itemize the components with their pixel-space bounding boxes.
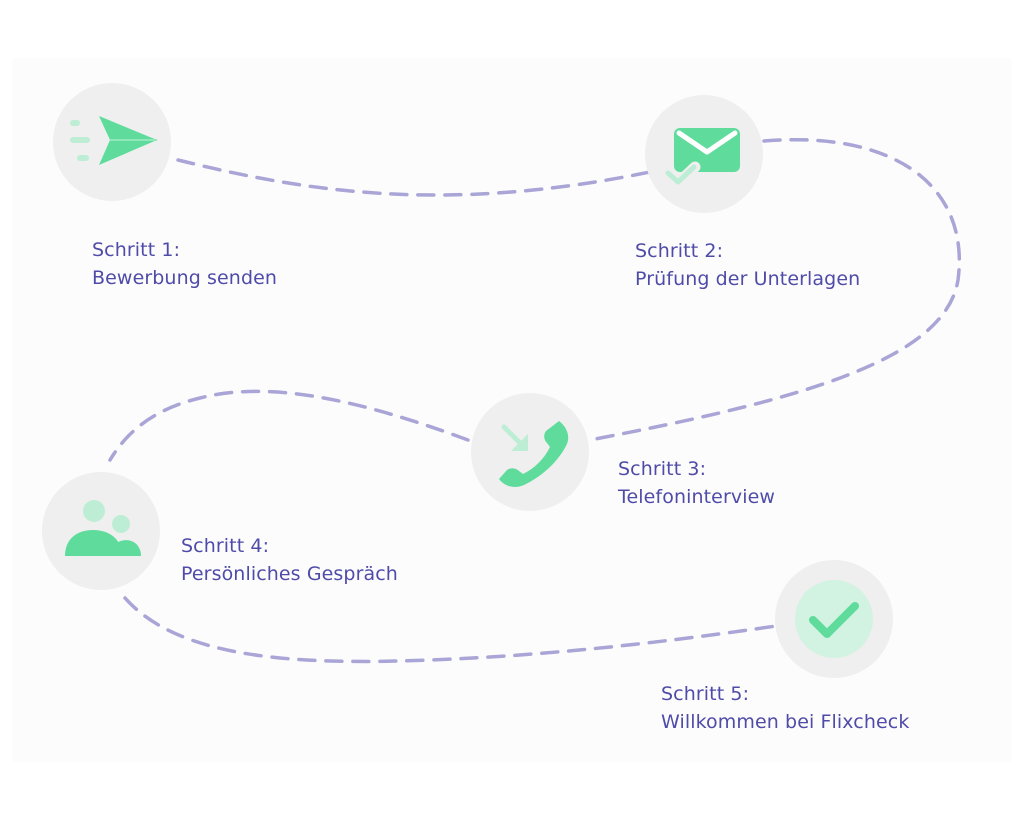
step-1-label: Schritt 1: Bewerbung senden <box>92 236 277 292</box>
step-3-title: Telefoninterview <box>618 486 776 508</box>
phone-incoming-icon <box>499 421 569 487</box>
step-2-title: Prüfung der Unterlagen <box>635 268 861 290</box>
step-4-label: Schritt 4: Persönliches Gespräch <box>181 532 398 588</box>
step-1-title: Bewerbung senden <box>92 267 278 289</box>
step-5-circle <box>775 560 893 678</box>
checkmark-icon <box>795 580 873 658</box>
step-3-number: Schritt 3: <box>618 458 707 480</box>
step-5-number: Schritt 5: <box>661 683 750 705</box>
step-2-label: Schritt 2: Prüfung der Unterlagen <box>635 237 860 293</box>
people-icon <box>65 500 141 556</box>
step-5-title: Willkommen bei Flixcheck <box>661 711 910 733</box>
step-3-circle <box>471 393 589 511</box>
envelope-check-icon <box>661 128 740 189</box>
connector-2-3 <box>588 138 961 442</box>
connector-3-4 <box>108 389 470 462</box>
step-2-circle <box>645 95 763 213</box>
paper-plane-icon <box>70 116 157 165</box>
step-3-label: Schritt 3: Telefoninterview <box>618 455 775 511</box>
step-2-number: Schritt 2: <box>635 240 724 262</box>
step-1-circle <box>53 83 171 201</box>
connector-1-2 <box>176 158 652 197</box>
step-4-number: Schritt 4: <box>181 535 270 557</box>
connector-4-5 <box>123 596 778 664</box>
step-1-number: Schritt 1: <box>92 239 181 261</box>
step-4-circle <box>42 472 160 590</box>
step-4-title: Persönliches Gespräch <box>181 563 398 585</box>
step-5-label: Schritt 5: Willkommen bei Flixcheck <box>661 680 909 736</box>
